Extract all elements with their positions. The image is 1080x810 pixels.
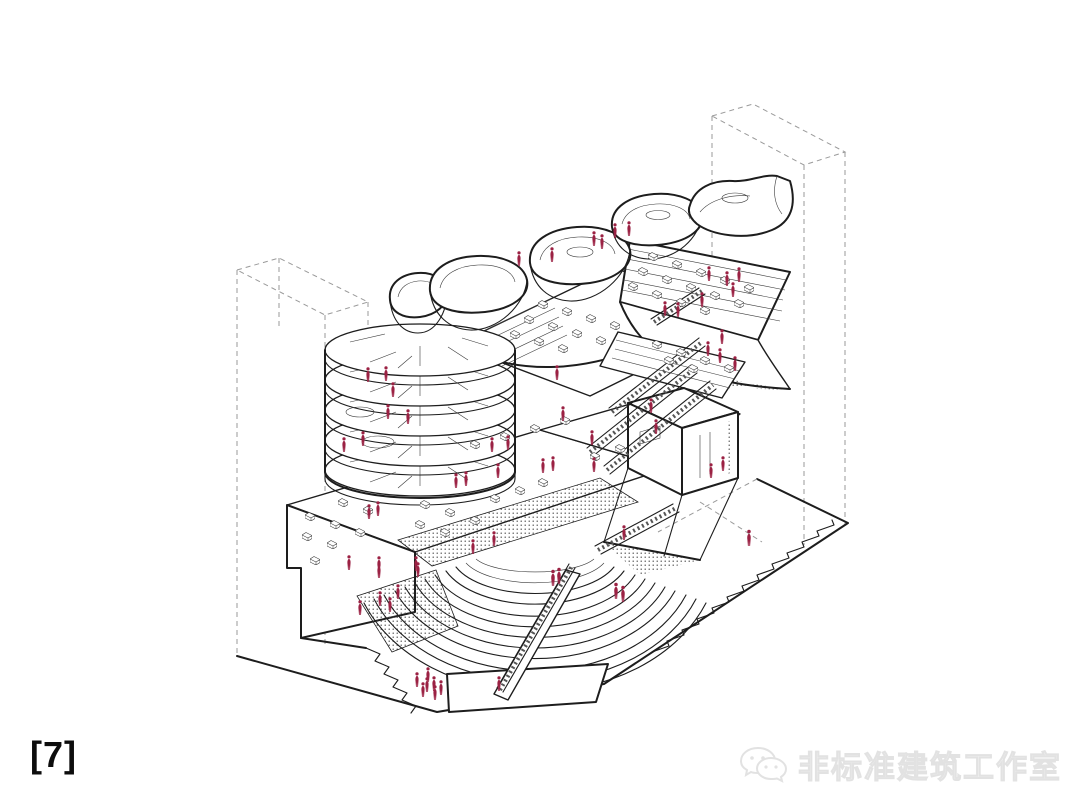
person-figure (614, 582, 618, 600)
person-figure (621, 585, 625, 603)
person-figure (433, 685, 437, 701)
auditorium-seating-band (356, 477, 639, 653)
person-figure (421, 682, 425, 698)
person-figure (517, 251, 521, 267)
person-figure (439, 680, 443, 696)
person-figure (622, 525, 626, 541)
person-figure (415, 672, 419, 688)
desk (530, 424, 540, 433)
escalators (586, 287, 717, 555)
figure-index-label: [7] (30, 734, 77, 775)
spiral-book-rotunda (324, 323, 516, 506)
studio-watermark: 非标准建筑工作室 (738, 742, 1062, 787)
person-figure (747, 529, 751, 547)
suspended-room (603, 387, 739, 575)
person-figure (432, 676, 436, 692)
building-cutaway (286, 174, 835, 714)
roof-reading-pods (388, 174, 794, 334)
watermark-text: 非标准建筑工作室 (798, 750, 1062, 786)
person-figure (551, 569, 555, 587)
sunken-amphitheatre (300, 519, 835, 714)
context-tower-right (710, 103, 847, 545)
person-figure (416, 562, 420, 578)
wechat-icon (738, 744, 790, 786)
person-figure (425, 677, 429, 693)
